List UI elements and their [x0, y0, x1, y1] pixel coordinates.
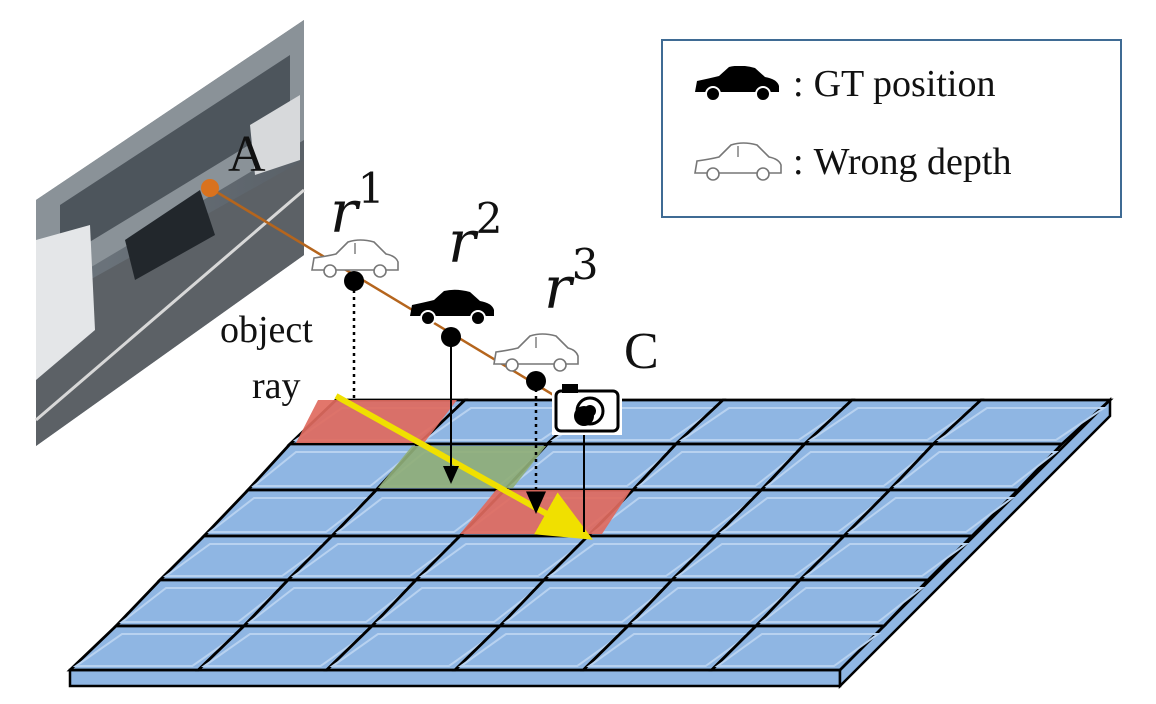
ray-r3-base: r	[544, 253, 572, 322]
grid-cell-bevel	[72, 633, 242, 667]
grid-cell	[708, 624, 888, 672]
car-outline-icon	[694, 142, 782, 181]
grid-cell-bevel	[546, 543, 714, 577]
legend-label-wrong: Wrong depth	[813, 141, 1012, 183]
grid-cell-bevel	[586, 633, 754, 667]
grid-cell-bevel	[290, 543, 458, 577]
legend-item-wrong: : Wrong depth	[691, 137, 1012, 187]
grid-cell-bevel	[335, 497, 502, 533]
grid-cell-bevel	[631, 587, 797, 623]
ray-r1-base: r	[330, 177, 358, 246]
grid-cell-bevel	[636, 451, 802, 487]
ray-r3-sup: 3	[571, 240, 599, 289]
point-c-label: C	[624, 323, 659, 380]
point-a-label: A	[228, 126, 266, 183]
grid-cell-bevel	[764, 451, 931, 487]
grid-cell-bevel	[201, 633, 370, 667]
camera-image	[35, 20, 305, 446]
grid-cell-bevel	[719, 497, 887, 533]
grid-cell-bevel	[678, 407, 850, 441]
legend-separator: :	[793, 141, 804, 183]
ray-r1-label: r1	[330, 164, 384, 246]
grid-cell-bevel	[247, 587, 413, 623]
legend-label-gt: GT position	[813, 63, 996, 105]
grid-cell-bevel	[329, 633, 498, 667]
grid-cell-bevel	[421, 407, 592, 441]
grid-cell-bevel	[759, 587, 925, 623]
point-r2	[441, 327, 461, 347]
grid-cell-bevel	[418, 543, 586, 577]
object-ray-label-line2: ray	[252, 365, 301, 407]
point-a	[201, 179, 219, 197]
grid-cell-bevel	[119, 587, 285, 623]
point-r1	[344, 271, 364, 291]
legend-separator: :	[793, 63, 804, 105]
bev-grid	[66, 396, 1114, 690]
ray-r1-sup: 1	[357, 164, 385, 213]
grid-cell-bevel	[457, 633, 626, 667]
grid-cell-bevel	[807, 407, 979, 441]
ray-r2-sup: 2	[475, 194, 503, 243]
legend-item-gt: : GT position	[691, 59, 996, 109]
point-c	[574, 406, 594, 426]
grid-cell-bevel	[892, 451, 1059, 487]
grid-cell-bevel	[375, 587, 541, 623]
grid-cell-bevel	[674, 543, 842, 577]
ray-r3-label: r3	[544, 240, 598, 322]
car-solid-icon	[410, 289, 494, 326]
ray-r2-label: r2	[448, 194, 502, 276]
car-outline-icon	[493, 333, 579, 372]
car-outline-icon	[311, 239, 399, 278]
grid-cell-bevel	[162, 543, 330, 577]
grid-slab-edge	[68, 668, 842, 688]
grid-cell-bevel	[207, 497, 374, 533]
grid-cell-bevel	[936, 407, 1108, 441]
car-solid-icon	[695, 66, 779, 102]
ray-r2-base: r	[448, 207, 476, 276]
grid-cell-bevel	[503, 587, 669, 623]
grid-slab-side	[838, 396, 1112, 690]
legend: : GT position : Wrong depth	[661, 39, 1122, 218]
grid-cell-bevel	[846, 497, 1016, 533]
object-ray-line	[209, 186, 592, 418]
point-r3	[526, 371, 546, 391]
grid-cell-bevel	[251, 451, 416, 487]
grid-cell-bevel	[714, 633, 882, 667]
grid-cell-bevel	[507, 451, 673, 487]
grid-cell-bevel	[802, 543, 970, 577]
object-ray-label-line1: object	[220, 309, 313, 351]
